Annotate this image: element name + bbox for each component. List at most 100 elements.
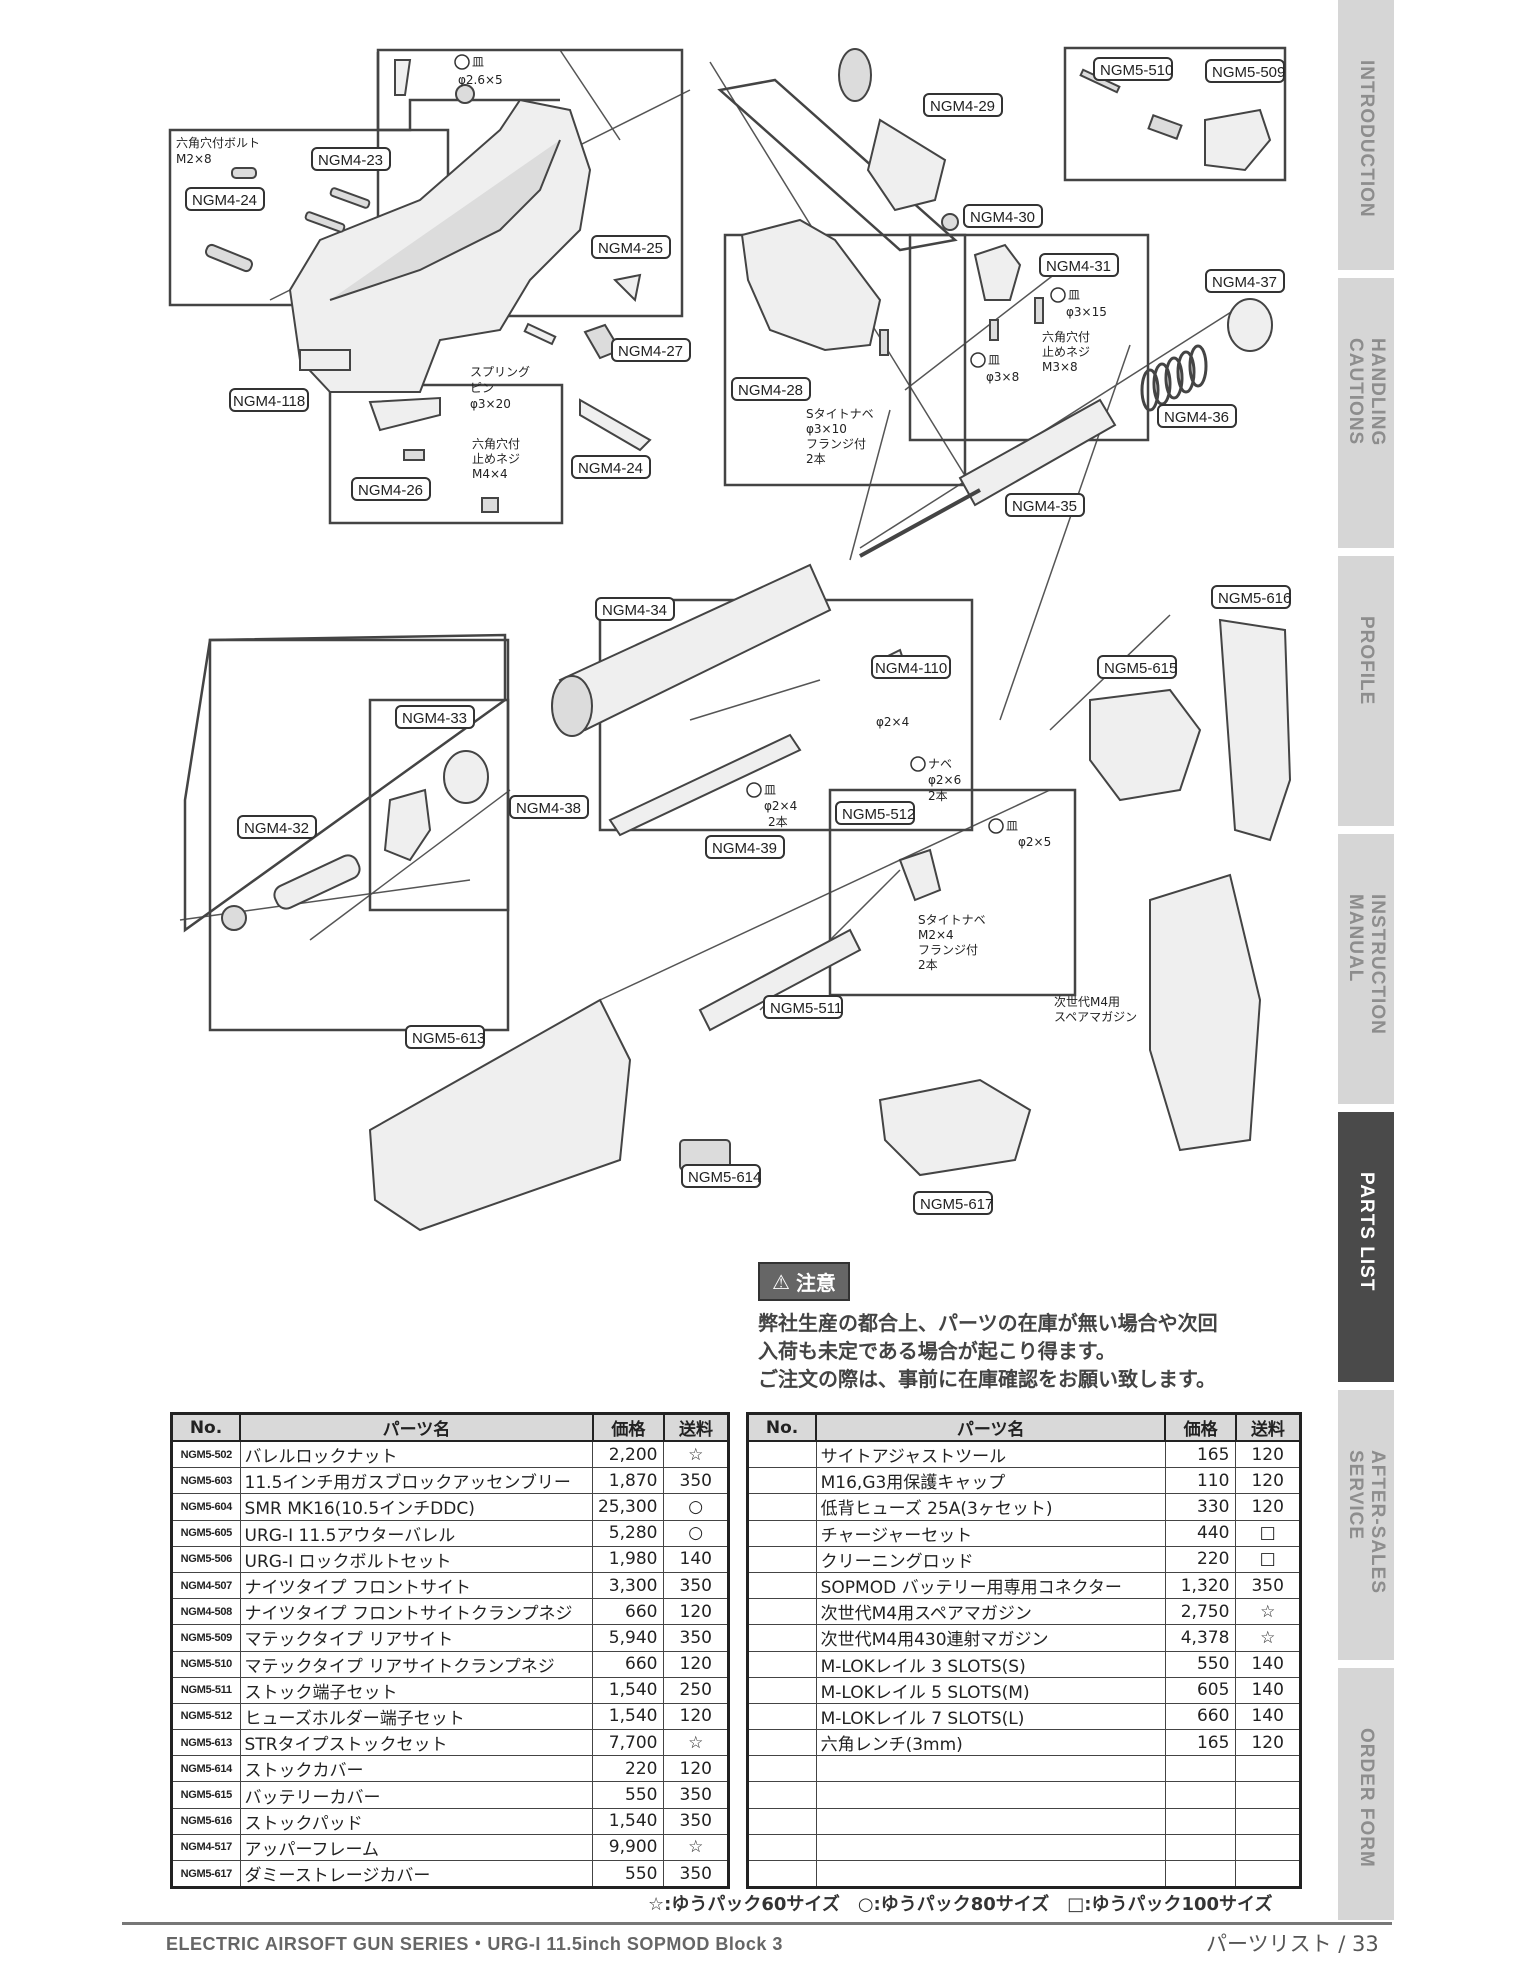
shipping-cell bbox=[1235, 1859, 1301, 1889]
price-cell: 660 bbox=[592, 1650, 665, 1678]
shipping-cell: □ bbox=[1235, 1519, 1301, 1547]
label-ngm4-24: NGM4-24 bbox=[185, 187, 265, 211]
part-number-cell: NGM5-605 bbox=[171, 1519, 241, 1547]
label-ngm5-615: NGM5-615 bbox=[1097, 655, 1177, 679]
shipping-cell: 140 bbox=[663, 1545, 729, 1573]
label-ngm4-38: NGM4-38 bbox=[509, 795, 589, 819]
price-cell: 1,540 bbox=[592, 1702, 665, 1731]
motor-and-grip-parts bbox=[740, 48, 1044, 356]
shipping-cell: 120 bbox=[1235, 1729, 1301, 1757]
warning-icon: ⚠ bbox=[772, 1269, 790, 1294]
header-price: 価格 bbox=[591, 1412, 665, 1442]
shipping-cell: ☆ bbox=[1235, 1598, 1301, 1626]
header-name: パーツ名 bbox=[815, 1412, 1167, 1442]
part-name-cell: M-LOKレイル 5 SLOTS(M) bbox=[815, 1676, 1166, 1704]
footer-series-title: ELECTRIC AIRSOFT GUN SERIES・URG-I 11.5in… bbox=[166, 1934, 783, 1954]
label-ngm5-613: NGM5-613 bbox=[405, 1025, 485, 1049]
part-number-cell: NGM5-614 bbox=[171, 1755, 241, 1783]
price-cell: 1,980 bbox=[592, 1545, 665, 1573]
part-name-cell: ナイツタイプ フロントサイト bbox=[239, 1571, 594, 1600]
price-cell: 605 bbox=[1164, 1676, 1237, 1704]
price-cell: 2,750 bbox=[1164, 1598, 1237, 1626]
svg-text:NGM5-511: NGM5-511 bbox=[770, 1000, 842, 1017]
header-name: パーツ名 bbox=[239, 1412, 594, 1442]
header-price: 価格 bbox=[1164, 1412, 1237, 1442]
tab-handling-cautions[interactable]: HANDLING CAUTIONS bbox=[1338, 278, 1394, 548]
part-name-cell: M16,G3用保護キャップ bbox=[815, 1467, 1166, 1495]
part-number-cell: NGM5-603 bbox=[171, 1467, 241, 1495]
part-number-cell: NGM5-615 bbox=[171, 1781, 241, 1809]
label-ngm4-36: NGM4-36 bbox=[1157, 404, 1237, 428]
tab-parts-list[interactable]: PARTS LIST bbox=[1338, 1112, 1394, 1382]
tab-after-sales-service[interactable]: AFTER-SALES SERVICE bbox=[1338, 1390, 1394, 1660]
part-number-cell bbox=[747, 1833, 817, 1862]
svg-text:NGM4-25: NGM4-25 bbox=[598, 240, 663, 257]
price-cell bbox=[1164, 1859, 1237, 1889]
svg-text:NGM5-615: NGM5-615 bbox=[1104, 660, 1177, 677]
svg-text:NGM5-509: NGM5-509 bbox=[1212, 64, 1285, 81]
svg-text:六角穴付: 六角穴付 bbox=[472, 436, 520, 451]
tab-instruction-manual[interactable]: INSTRUCTION MANUAL bbox=[1338, 834, 1394, 1104]
shipping-cell bbox=[1235, 1755, 1301, 1783]
price-cell: 5,940 bbox=[592, 1624, 665, 1652]
part-number-cell bbox=[747, 1545, 817, 1573]
price-cell: 440 bbox=[1164, 1519, 1237, 1547]
price-cell: 550 bbox=[592, 1781, 665, 1809]
shipping-cell: 140 bbox=[1235, 1702, 1301, 1731]
part-number-cell bbox=[747, 1729, 817, 1757]
part-name-cell: チャージャーセット bbox=[815, 1519, 1166, 1547]
price-cell bbox=[1164, 1807, 1237, 1835]
table-row bbox=[747, 1807, 1301, 1835]
svg-text:ピン: ピン bbox=[470, 381, 494, 395]
price-cell: 550 bbox=[1164, 1650, 1237, 1678]
table-row bbox=[747, 1755, 1301, 1783]
price-cell: 2,200 bbox=[592, 1440, 665, 1469]
svg-text:NGM4-32: NGM4-32 bbox=[244, 820, 309, 837]
part-number-cell: NGM5-616 bbox=[171, 1807, 241, 1835]
price-cell: 4,378 bbox=[1164, 1624, 1237, 1652]
price-cell: 7,700 bbox=[592, 1729, 665, 1757]
part-name-cell bbox=[815, 1833, 1166, 1862]
tab-introduction[interactable]: INTRODUCTION bbox=[1338, 0, 1394, 270]
svg-text:M3×8: M3×8 bbox=[1042, 360, 1078, 374]
part-name-cell bbox=[815, 1859, 1166, 1889]
part-number-cell bbox=[747, 1624, 817, 1652]
svg-text:φ3×10: φ3×10 bbox=[806, 422, 847, 436]
shipping-cell: 120 bbox=[1235, 1440, 1301, 1469]
tab-order-form[interactable]: ORDER FORM bbox=[1338, 1668, 1394, 1920]
svg-text:NGM4-24: NGM4-24 bbox=[192, 192, 257, 209]
part-number-cell bbox=[747, 1859, 817, 1889]
svg-text:φ2.6×5: φ2.6×5 bbox=[458, 73, 503, 87]
small-hardware bbox=[205, 59, 652, 513]
part-name-cell: サイトアジャストツール bbox=[815, 1440, 1166, 1469]
tab-profile[interactable]: PROFILE bbox=[1338, 556, 1394, 826]
shipping-cell: 140 bbox=[1235, 1650, 1301, 1678]
svg-text:φ2×6: φ2×6 bbox=[928, 773, 961, 787]
part-number-cell bbox=[747, 1519, 817, 1547]
shipping-cell: ☆ bbox=[1235, 1624, 1301, 1652]
svg-text:止めネジ: 止めネジ bbox=[472, 452, 520, 466]
tab-label: ORDER FORM bbox=[1356, 1728, 1377, 1868]
part-number-cell: NGM5-502 bbox=[171, 1440, 241, 1469]
shipping-cell: ☆ bbox=[663, 1729, 729, 1757]
part-name-cell: アッパーフレーム bbox=[239, 1833, 594, 1862]
label-ngm4-31: NGM4-31 bbox=[1039, 253, 1119, 277]
part-number-cell: NGM5-509 bbox=[171, 1624, 241, 1652]
part-name-cell: SMR MK16(10.5インチDDC) bbox=[239, 1493, 594, 1521]
label-ngm4-33: NGM4-33 bbox=[395, 705, 475, 729]
table-row bbox=[747, 1833, 1301, 1862]
shipping-cell: 120 bbox=[1235, 1467, 1301, 1495]
part-name-cell: ダミーストレージカバー bbox=[239, 1859, 594, 1889]
